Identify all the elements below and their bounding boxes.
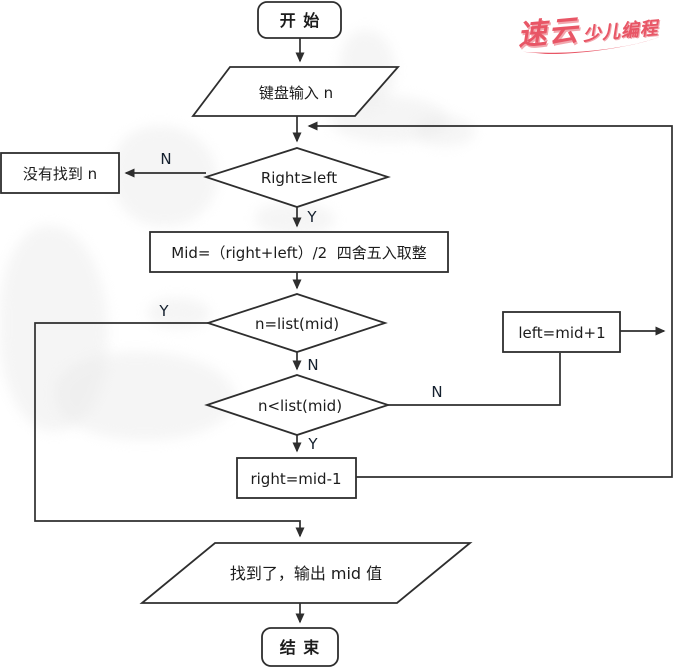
edge-cond3-no bbox=[388, 353, 561, 406]
edge-label-cond3-yes: Y bbox=[308, 435, 318, 453]
edge-loop-back bbox=[307, 121, 673, 478]
end-node-shape bbox=[261, 627, 339, 667]
leftupdate-node-shape bbox=[502, 311, 621, 353]
edge-label-cond2-yes: Y bbox=[159, 302, 169, 320]
cond2-label: n=list(mid) bbox=[254, 314, 340, 333]
mid-node-label: Mid=（right+left）/2 四舍五入取整 bbox=[171, 243, 427, 262]
cond3-label: n<list(mid) bbox=[257, 396, 343, 415]
output-node-label: 找到了，输出 mid 值 bbox=[229, 564, 383, 584]
start-node-shape bbox=[257, 1, 342, 39]
output-node-shape bbox=[139, 542, 473, 604]
cond1-label: Right≥left bbox=[260, 168, 338, 187]
edge-label-cond1-yes: Y bbox=[307, 208, 317, 226]
input-node-shape bbox=[191, 66, 400, 117]
cond2-diamond-shape bbox=[205, 293, 388, 353]
notfound-node-shape bbox=[0, 152, 120, 194]
edge-label-cond2-no: N bbox=[307, 356, 319, 374]
start-node-label: 开 始 bbox=[279, 11, 321, 31]
edge-cond2-yes-found bbox=[34, 322, 305, 538]
mid-node-shape bbox=[149, 231, 449, 273]
rightupdate-node-shape bbox=[236, 457, 357, 499]
leftupdate-node-label: left=mid+1 bbox=[518, 323, 606, 342]
edge-label-cond3-no: N bbox=[431, 383, 443, 401]
input-node-label: 键盘输入 n bbox=[258, 83, 334, 102]
cond3-diamond-shape bbox=[204, 374, 391, 436]
edge-label-cond1-no: N bbox=[160, 150, 172, 168]
notfound-node-label: 没有找到 n bbox=[22, 164, 98, 183]
cond1-diamond-shape bbox=[203, 147, 391, 208]
end-node-label: 结 束 bbox=[279, 638, 321, 658]
rightupdate-node-label: right=mid-1 bbox=[250, 469, 342, 488]
